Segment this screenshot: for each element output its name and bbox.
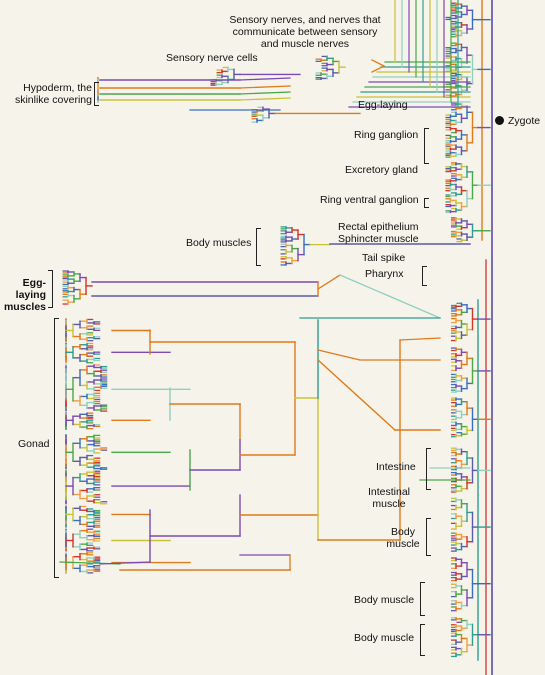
label-rectal-epithelium: Rectal epithelium [338,221,419,233]
bracket-egg-laying-muscles [48,270,53,308]
label-ring-ventral-ganglion: Ring ventral ganglion [320,194,419,206]
bracket-pharynx [422,266,427,286]
connector-line [371,59,385,67]
bracket-body-muscle-1 [426,518,431,556]
label-excretory-gland: Excretory gland [345,164,418,176]
label-sensory-nerves: Sensory nerves, and nerves that communic… [229,14,381,50]
bracket-hypoderm [94,82,99,106]
bracket-ring-ganglion [424,128,429,164]
label-intestine: Intestine [376,461,416,473]
bracket-body-muscle-3 [420,624,425,656]
label-egg-laying-muscles: Egg-laying muscles [3,277,46,313]
bracket-gonad [54,318,59,578]
connector-line [239,91,291,95]
label-hypoderm: Hypoderm, the skinlike covering [14,82,92,106]
label-body-muscle-2: Body muscle [354,594,415,606]
connector-line [339,274,441,319]
label-gonad: Gonad [18,438,50,450]
label-body-muscle-1: Body muscle [386,526,420,550]
bracket-ring-ventral-ganglion [424,198,429,208]
label-sensory-nerve-cells: Sensory nerve cells [166,52,258,64]
label-body-muscle-3: Body muscle [354,632,415,644]
bracket-body-muscle-2 [420,582,425,616]
connector-line [239,85,291,89]
connector-line [399,337,441,341]
label-intestinal-muscle: Intestinal muscle [367,486,411,510]
label-tail-spike: Tail spike [362,252,406,264]
lineage-branches [59,0,493,675]
bracket-body-muscles [256,228,261,266]
connector-line [99,561,151,565]
connector-line [239,97,291,101]
label-egg-laying: Egg-laying [358,99,408,111]
label-ring-ganglion: Ring ganglion [354,129,419,141]
connector-line [317,359,396,431]
connector-line [371,65,385,73]
label-sphincter-muscle: Sphincter muscle [338,233,419,245]
connector-line [239,77,291,81]
bracket-intestine [426,448,431,490]
label-zygote: Zygote [508,115,541,127]
connector-line [317,274,341,290]
connector-line [317,349,361,361]
label-body-muscles: Body muscles [186,237,252,249]
label-pharynx: Pharynx [365,268,404,280]
zygote-marker [495,116,504,125]
